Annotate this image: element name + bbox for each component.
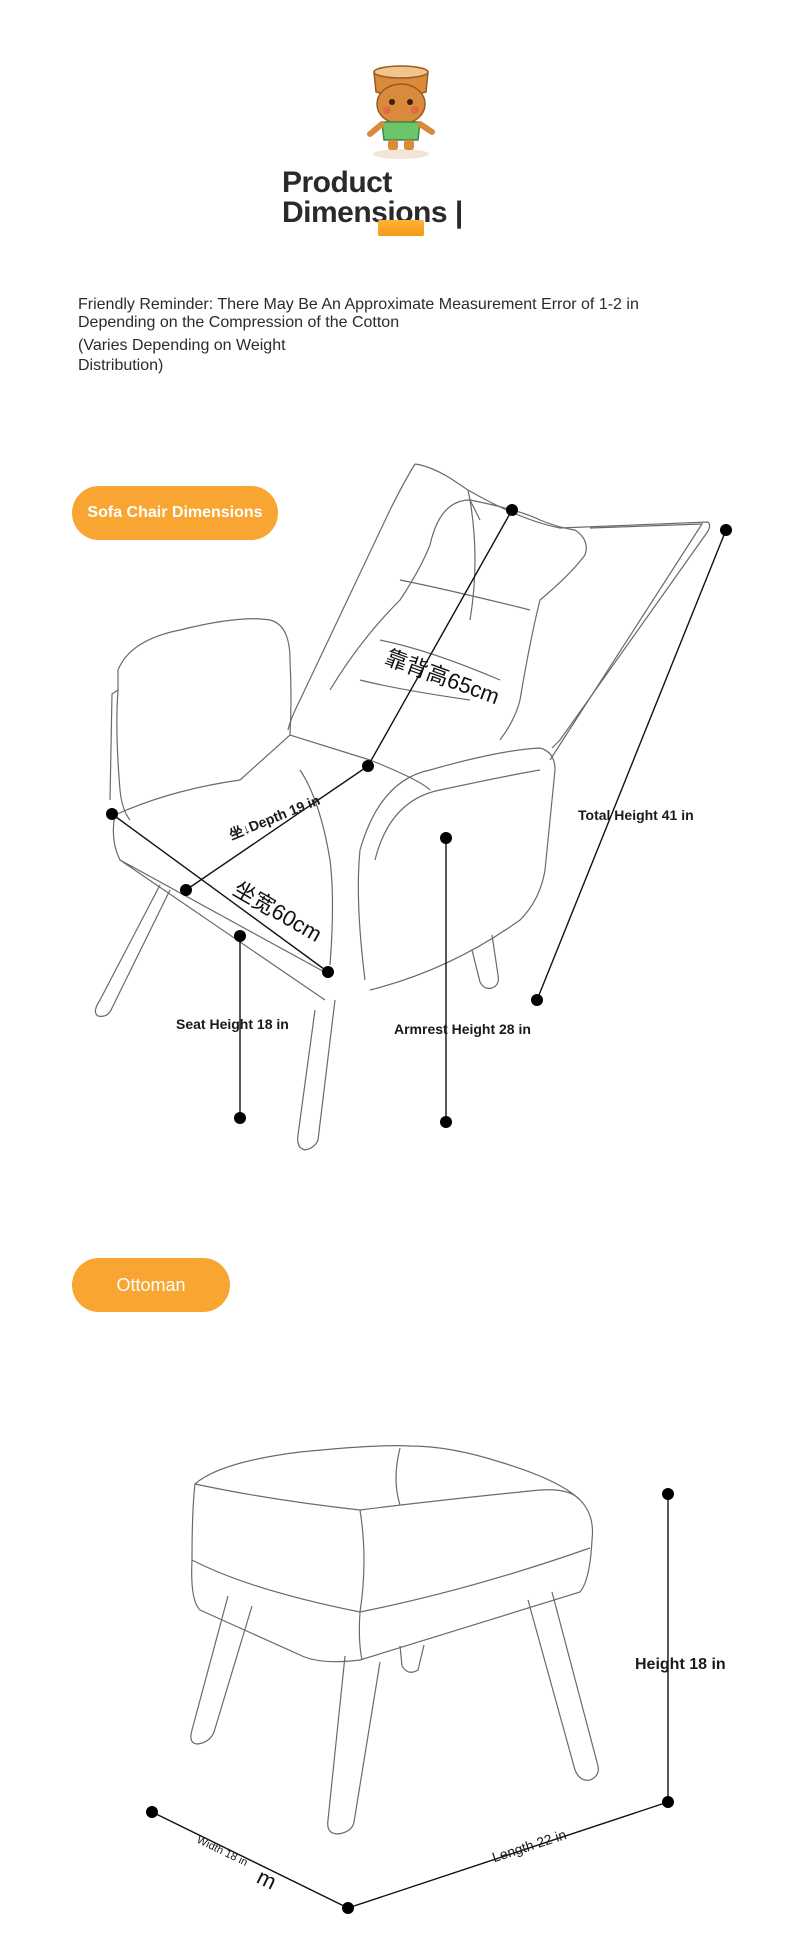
ottoman-length-line (347, 1801, 669, 1909)
measure-dot (146, 1806, 158, 1818)
measure-dot (531, 994, 543, 1006)
title-accent-bar (378, 220, 424, 236)
measure-dot (180, 884, 192, 896)
ottoman-width-line (151, 1811, 349, 1909)
measure-dot (440, 832, 452, 844)
total-height-line (536, 529, 727, 1001)
measure-dot (106, 808, 118, 820)
total-height-label: Total Height 41 in (578, 807, 694, 823)
seat-height-label: Seat Height 18 in (176, 1016, 289, 1032)
seat-depth-line (185, 765, 369, 891)
measure-dot (662, 1488, 674, 1500)
armrest-height-label: Armrest Height 28 in (394, 1021, 531, 1037)
ottoman-measure-dots (146, 1488, 674, 1914)
reminder-text: Friendly Reminder: There May Be An Appro… (78, 296, 639, 331)
page-title-line2: Dimensions | (282, 196, 463, 229)
ottoman-outline (190, 1445, 599, 1835)
measure-dot (322, 966, 334, 978)
measure-dot (720, 524, 732, 536)
page-title-line1: Product (282, 166, 392, 199)
measure-dot (234, 930, 246, 942)
page-title: Product Dimensions | (282, 168, 463, 228)
sofa-section-label: Sofa Chair Dimensions (72, 486, 278, 540)
ottoman-height-label: Height 18 in (635, 1656, 726, 1673)
measure-dot (234, 1112, 246, 1124)
ottoman-measure-lines (151, 1494, 669, 1909)
backrest-height-line (367, 509, 513, 767)
measure-dot (362, 760, 374, 772)
ottoman-section-label: Ottoman (72, 1258, 230, 1312)
reminder-note: (Varies Depending on Weight Distribution… (78, 337, 286, 374)
measure-dot (342, 1902, 354, 1914)
sofa-outline (94, 463, 711, 1151)
seat-width-line (111, 813, 329, 973)
mascot-icon (367, 65, 435, 159)
sofa-measure-dots (106, 504, 732, 1128)
measure-dot (506, 504, 518, 516)
sofa-measure-lines (111, 509, 727, 1122)
measure-dot (440, 1116, 452, 1128)
measure-dot (662, 1796, 674, 1808)
